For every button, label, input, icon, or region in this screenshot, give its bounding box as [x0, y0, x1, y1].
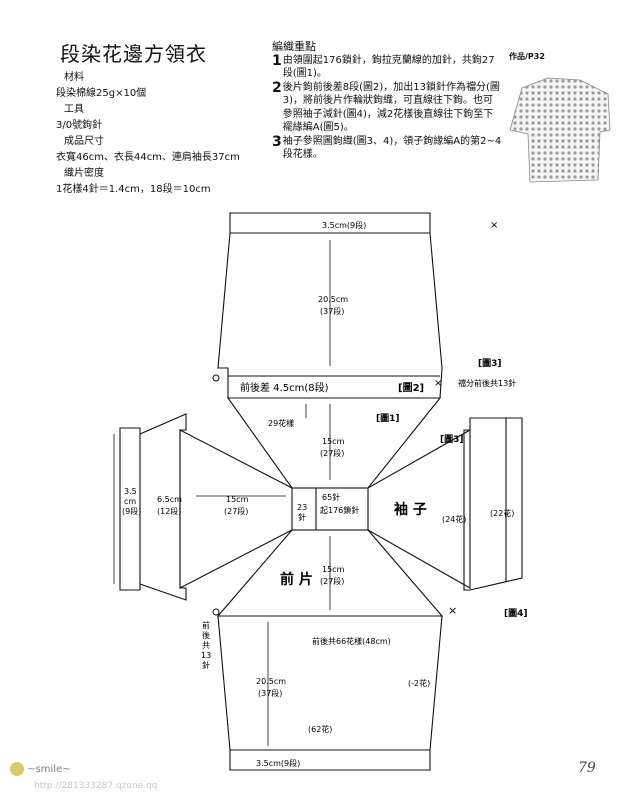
materials-label: 材料: [64, 72, 84, 83]
yoke-bottom-rows: (27段): [320, 576, 344, 586]
sleeve-24-label: (24花): [442, 514, 466, 524]
right-sleeve-outline: [463, 417, 523, 591]
fig4-label: [圖4]: [504, 608, 528, 619]
garment-photo-thumbnail: [509, 77, 611, 183]
step-text: 袖子參照圖鉤織(圖3、4)，領子鉤緣編A的第2~4段花樣。: [282, 135, 502, 161]
sleeve-width-unit: cm: [124, 497, 136, 506]
front-label: 前 片: [280, 571, 313, 588]
yoke-top-cm: 15cm: [322, 437, 345, 446]
step-number: 2: [272, 79, 282, 96]
tools-value: 3/0號鉤針: [56, 120, 103, 131]
back-length-rows: (37段): [320, 306, 344, 316]
yoke-bottom-cm: 15cm: [322, 565, 345, 574]
gauge-label: 織片密度: [64, 168, 104, 179]
sleeve-label: 袖 子: [394, 501, 427, 518]
fig2-label: [圖2]: [398, 382, 424, 394]
back-top-label: 3.5cm(9段): [322, 220, 366, 230]
sleeve-65-cm: 6.5cm: [157, 495, 182, 504]
front-side-char: 針: [202, 660, 210, 670]
materials-value: 段染棉線25g×10個: [56, 88, 147, 99]
front-marker: [212, 608, 220, 616]
size-label: 成品尺寸: [64, 136, 104, 147]
smile-icon: [10, 762, 24, 776]
sleeve-22-label: (22花): [490, 508, 514, 518]
back-marker: [212, 374, 220, 382]
yoke-right: [367, 429, 471, 589]
neck-center: [291, 487, 369, 531]
front-cross-marker: ×: [448, 604, 457, 617]
fig1-label: [圖1]: [376, 413, 400, 424]
materials-section: 材料 段染棉線25g×10個 工具 3/0號鉤針 成品尺寸 衣寬46cm、衣長4…: [56, 70, 240, 198]
fig3-left-label: [圖3]: [440, 434, 464, 445]
yoke-left-cm: 15cm: [226, 495, 249, 504]
back-cross-marker: ×: [434, 378, 442, 389]
yoke-top-rows: (27段): [320, 448, 344, 458]
fig3-right-label: [圖3]: [478, 358, 502, 369]
front-bottom-label: 3.5cm(9段): [256, 758, 300, 768]
photo-reference-label: 作品/P32: [509, 52, 545, 61]
note-step-1: 1 由領圍起176鎖針，鉤拉克蘭線的加針，共鉤27段(圖1)。: [272, 54, 502, 81]
size-value: 衣寬46cm、衣長44cm、連肩袖長37cm: [56, 152, 240, 163]
center-23-num: 23: [297, 503, 307, 512]
step-number: 3: [272, 133, 282, 150]
step-number: 1: [272, 52, 282, 69]
front-side-char: 13: [201, 651, 211, 660]
front-side-char: 前: [202, 620, 210, 630]
watermark-badge: ~smile~: [10, 762, 71, 776]
front-length-cm: 20.5cm: [256, 677, 286, 686]
sleeve-width-cm: 3.5: [124, 487, 137, 496]
page-number: 79: [578, 760, 596, 776]
front-side-char: 共: [202, 641, 210, 650]
tools-label: 工具: [64, 104, 84, 115]
sleeve-65-rows: (12段): [157, 506, 181, 516]
front-total-label: 前後共66花樣(48cm): [312, 636, 391, 646]
edge-cross-marker: ×: [490, 220, 498, 231]
center-65-label: 65針: [322, 492, 340, 502]
watermark-text: ~smile~: [27, 764, 71, 775]
yoke-left-rows: (27段): [224, 506, 248, 516]
note-step-2: 2 後片鉤前後差8段(圖2)，加出13鎖針作為襠分(圖3)，將前後片作輪狀鉤織，…: [272, 81, 502, 135]
diff-label: 前後差 4.5cm(8段): [240, 381, 329, 394]
front-side-char: 後: [202, 630, 210, 640]
sweater-shape: [509, 77, 611, 183]
front-length-rows: (37段): [258, 688, 282, 698]
gauge-value: 1花樣4針＝1.4cm，18段＝10cm: [56, 184, 211, 195]
notes-section: 編織重點 1 由領圍起176鎖針，鉤拉克蘭線的加針，共鉤27段(圖1)。 2 後…: [272, 40, 502, 162]
pattern-title: 段染花邊方領衣: [60, 42, 207, 66]
watermark-url: http://281333287.qzone.qq: [34, 781, 158, 791]
minus-2-label: (-2花): [408, 678, 430, 688]
sleeve-width-rows: (9段): [122, 506, 141, 516]
back-length-cm: 20.5cm: [318, 295, 348, 304]
note-step-3: 3 袖子參照圖鉤織(圖3、4)，領子鉤緣編A的第2~4段花樣。: [272, 135, 502, 162]
gusset-note: 襠分前後共13針: [458, 378, 516, 388]
center-23-unit: 針: [298, 512, 306, 522]
front-62-label: (62花): [308, 724, 332, 734]
notes-heading: 編織重點: [272, 40, 316, 53]
pattern-29-label: 29花樣: [268, 418, 294, 428]
center-176-label: 起176鎖針: [320, 505, 359, 515]
step-text: 後片鉤前後差8段(圖2)，加出13鎖針作為襠分(圖3)，將前後片作輪狀鉤織，可直…: [282, 81, 500, 134]
step-text: 由領圍起176鎖針，鉤拉克蘭線的加針，共鉤27段(圖1)。: [282, 54, 495, 80]
